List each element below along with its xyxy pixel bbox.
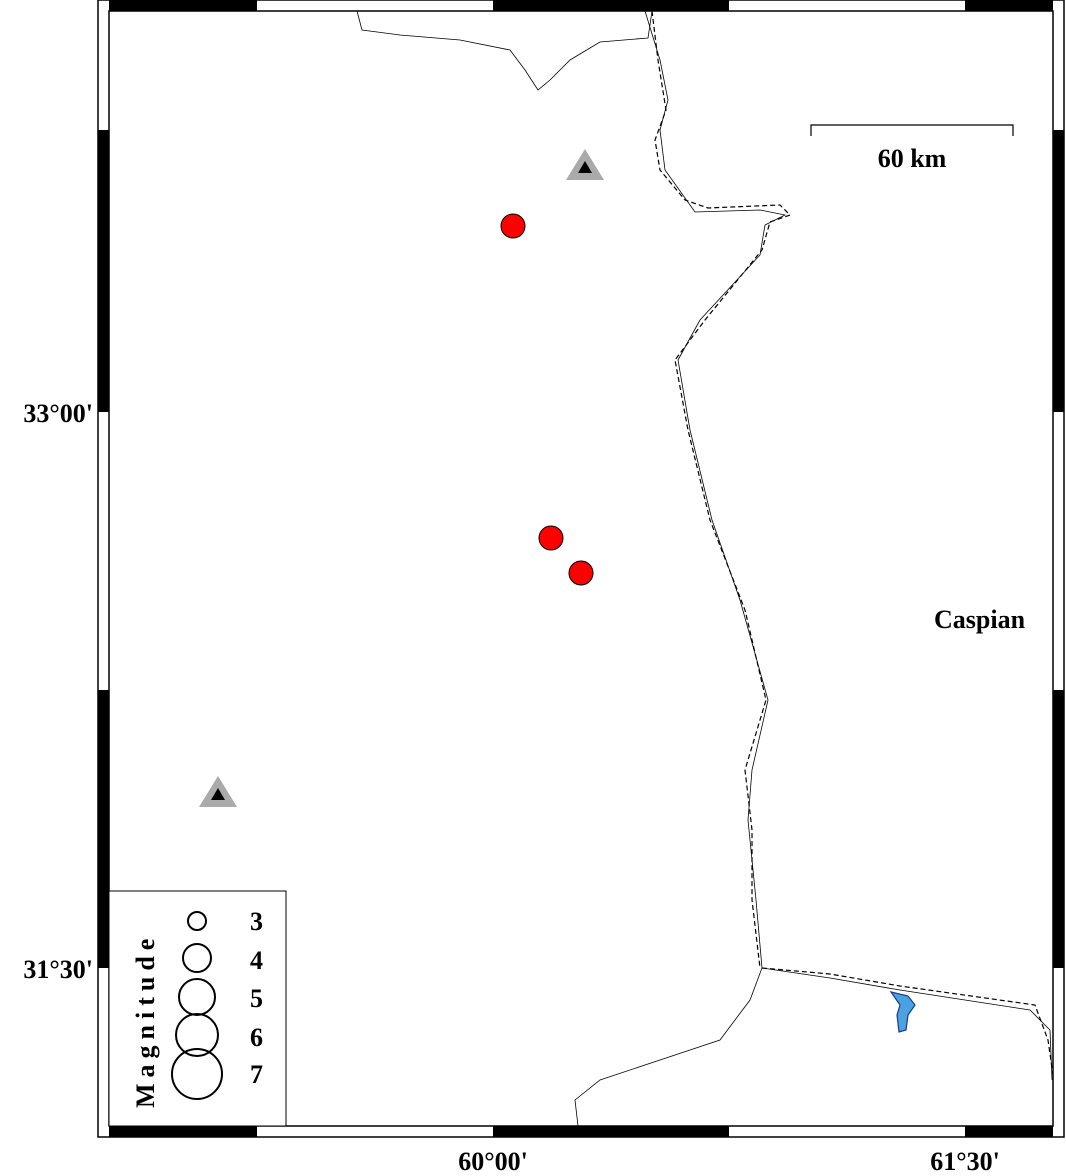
place-label-caspian: Caspian: [934, 605, 1026, 634]
legend-entry: 3: [250, 907, 263, 936]
lake: [889, 991, 916, 1033]
station-marker: [566, 149, 604, 180]
station-marker: [199, 776, 237, 807]
lon-label: 60°00': [458, 1147, 528, 1176]
legend-entry: 4: [250, 946, 263, 975]
scale-bar-label: 60 km: [878, 144, 947, 173]
magnitude-legend: Magnitude 3 4 5 6 7: [108, 890, 287, 1127]
coastlines: [356, 10, 1054, 1127]
earthquake-event: [538, 525, 564, 551]
legend-entry: 5: [250, 984, 263, 1013]
legend-title: Magnitude: [131, 933, 160, 1108]
lon-label: 61°30': [930, 1147, 1000, 1176]
earthquake-event: [568, 560, 594, 586]
legend-entry: 6: [250, 1023, 263, 1052]
scale-bar: 60 km: [810, 124, 1014, 173]
earthquake-event: [500, 213, 526, 239]
legend-entry: 7: [250, 1060, 263, 1089]
lat-label: 33°00': [23, 399, 93, 428]
lat-label: 31°30': [23, 955, 93, 984]
